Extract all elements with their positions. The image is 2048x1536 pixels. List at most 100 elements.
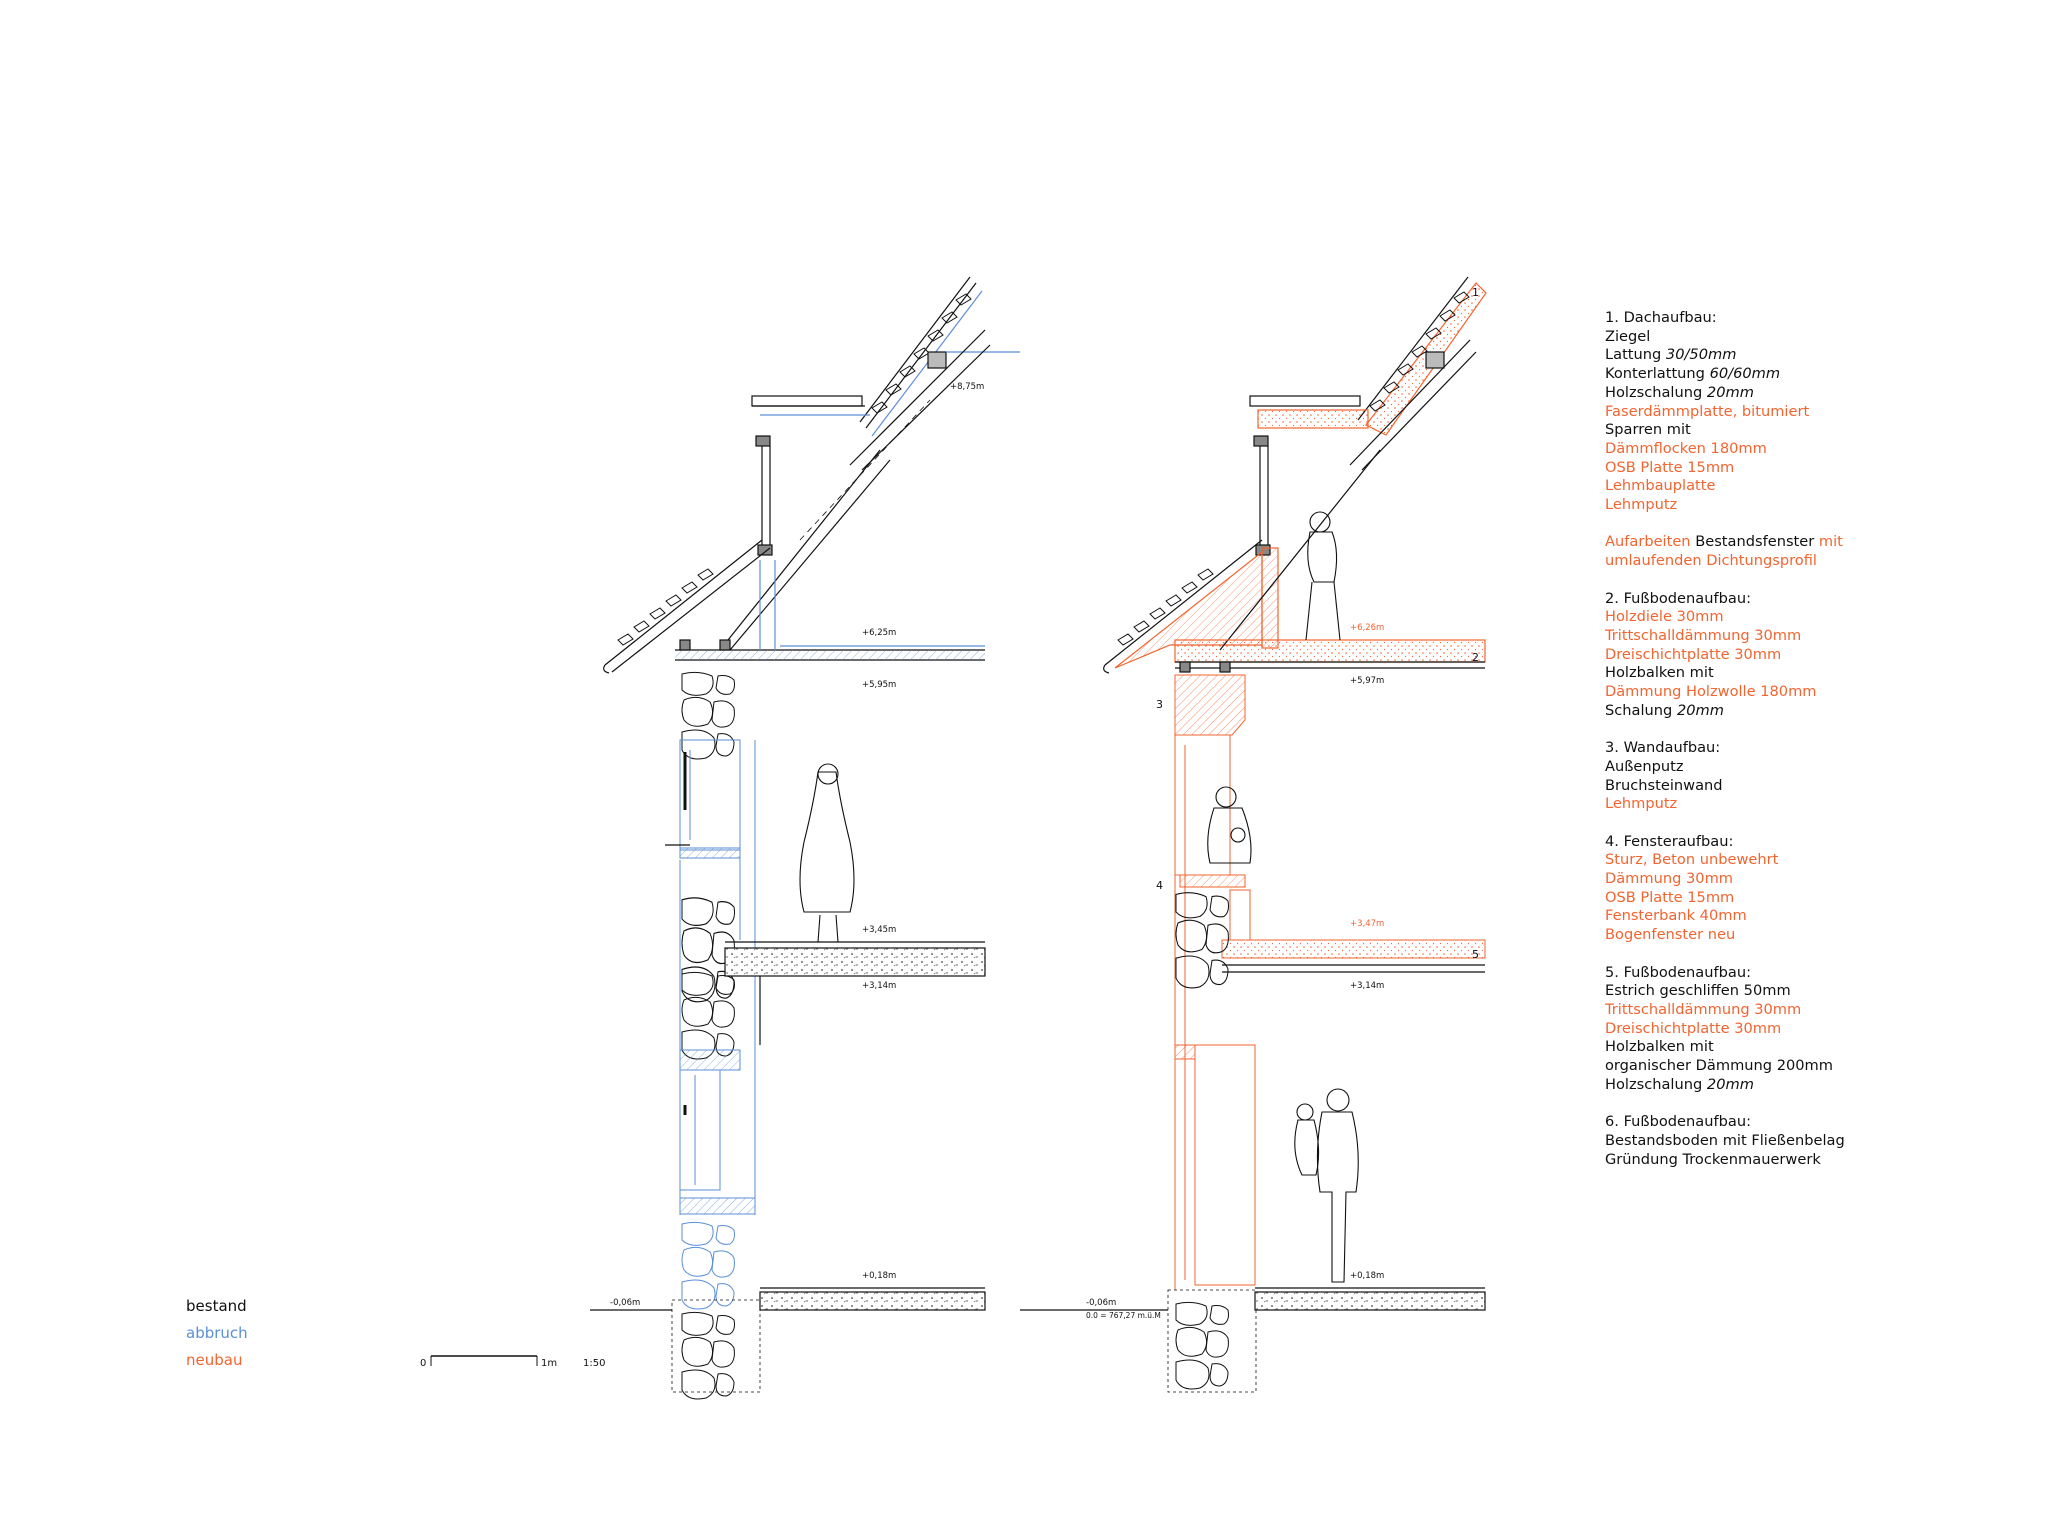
- level-label: +3,45m: [862, 925, 896, 935]
- spec-text: Holzschalung: [1605, 1075, 1707, 1093]
- spec-text: mit: [1818, 533, 1843, 551]
- spec-line: Trittschalldämmung 30mm: [1605, 627, 2025, 646]
- person-figure: [1294, 1088, 1359, 1283]
- spec-text: Fensterbank 40mm: [1605, 907, 1747, 925]
- spec-section: 5. Fußbodenaufbau:Estrich geschliffen 50…: [1605, 964, 2025, 1095]
- spec-line: Faserdämmplatte, bitumiert: [1605, 403, 2025, 422]
- spec-text: Außenputz: [1605, 757, 1684, 775]
- spec-line: Dreischichtplatte 30mm: [1605, 1020, 2025, 1039]
- spec-text: organischer Dämmung 200mm: [1605, 1057, 1833, 1075]
- spec-line: Dämmung 30mm: [1605, 870, 2025, 889]
- spec-text: Dreischichtplatte 30mm: [1605, 645, 1782, 663]
- spec-line: Trittschalldämmung 30mm: [1605, 1001, 2025, 1020]
- spec-text: Holzbalken mit: [1605, 1038, 1714, 1056]
- level-label: +0,18m: [862, 1271, 896, 1281]
- spec-section-title: 4. Fensteraufbau:: [1605, 832, 1734, 850]
- spec-line: umlaufenden Dichtungsprofil: [1605, 552, 2025, 571]
- spec-line: Lehmputz: [1605, 496, 2025, 515]
- spec-line: Schalung 20mm: [1605, 702, 2025, 721]
- layer-markers: 1 2 3 4 5: [1156, 286, 1479, 961]
- spec-line: Außenputz: [1605, 758, 2025, 777]
- marker-1: 1: [1472, 286, 1479, 299]
- marker-2: 2: [1472, 651, 1479, 664]
- spec-text: Schalung: [1605, 701, 1677, 719]
- spec-line: Holzschalung 20mm: [1605, 1076, 2025, 1095]
- spec-line: Holzbalken mit: [1605, 1038, 2025, 1057]
- spec-text: umlaufenden Dichtungsprofil: [1605, 552, 1817, 570]
- spec-line: Holzdiele 30mm: [1605, 608, 2025, 627]
- spec-text: Bestandsboden mit Fließenbelag: [1605, 1131, 1845, 1149]
- spec-section-title: 3. Wandaufbau:: [1605, 739, 1721, 757]
- spec-text: Sturz, Beton unbewehrt: [1605, 851, 1779, 869]
- level-label: -0,06m: [1086, 1298, 1116, 1308]
- level-label: +3,14m: [862, 981, 896, 991]
- spec-text: Bogenfenster neu: [1605, 926, 1736, 944]
- legend: bestand abbruch neubau: [186, 1293, 248, 1374]
- level-label: +5,97m: [1350, 676, 1384, 686]
- level-label: 0.0 = 767,27 m.ü.M: [1086, 1311, 1161, 1320]
- spec-text: Holzdiele 30mm: [1605, 608, 1724, 626]
- scale-bar: 0 1m 1:50: [420, 1355, 605, 1369]
- spec-line: Holzschalung 20mm: [1605, 384, 2025, 403]
- level-label: -0,06m: [610, 1298, 640, 1308]
- spec-text: Aufarbeiten: [1605, 533, 1696, 551]
- spec-line: Dämmung Holzwolle 180mm: [1605, 683, 2025, 702]
- spec-line: Ziegel: [1605, 328, 2025, 347]
- spec-text: 20mm: [1706, 1075, 1754, 1093]
- spec-text: Trittschalldämmung 30mm: [1605, 626, 1802, 644]
- spec-line: Lattung 30/50mm: [1605, 346, 2025, 365]
- spec-text: Holzbalken mit: [1605, 664, 1714, 682]
- section-new: [1020, 276, 1487, 1393]
- spec-line: Konterlattung 60/60mm: [1605, 365, 2025, 384]
- spec-text: Sparren mit: [1605, 421, 1691, 439]
- spec-text: Bestandsfenster: [1695, 533, 1819, 551]
- spec-text: Dreischichtplatte 30mm: [1605, 1019, 1782, 1037]
- spec-text: Lehmputz: [1605, 795, 1678, 813]
- spec-text: Faserdämmplatte, bitumiert: [1605, 402, 1810, 420]
- spec-line: Bestandsboden mit Fließenbelag: [1605, 1132, 2025, 1151]
- spec-text: OSB Platte 15mm: [1605, 888, 1735, 906]
- spec-text: 30/50mm: [1665, 346, 1737, 364]
- marker-5: 5: [1472, 948, 1479, 961]
- legend-item-abbruch: abbruch: [186, 1324, 248, 1342]
- spec-text: Dämmung 30mm: [1605, 870, 1734, 888]
- person-figure: [1207, 786, 1252, 864]
- spec-line: OSB Platte 15mm: [1605, 889, 2025, 908]
- spec-text: 60/60mm: [1709, 365, 1781, 383]
- spec-line: Aufarbeiten Bestandsfenster mit: [1605, 533, 2025, 552]
- level-label: +5,95m: [862, 680, 896, 690]
- spec-line: Estrich geschliffen 50mm: [1605, 982, 2025, 1001]
- spec-line: Sturz, Beton unbewehrt: [1605, 851, 2025, 870]
- spec-line: Sparren mit: [1605, 421, 2025, 440]
- spec-line: Fensterbank 40mm: [1605, 907, 2025, 926]
- spec-line: Dreischichtplatte 30mm: [1605, 646, 2025, 665]
- spec-text: Dämmung Holzwolle 180mm: [1605, 683, 1817, 701]
- spec-text: Lehmbauplatte: [1605, 477, 1716, 495]
- spec-text: Holzschalung: [1605, 383, 1707, 401]
- spec-text: Lattung: [1605, 346, 1666, 364]
- level-label: +6,26m: [1350, 623, 1384, 633]
- spec-text: Ziegel: [1605, 327, 1651, 345]
- spec-section-title: 1. Dachaufbau:: [1605, 309, 1717, 326]
- spec-text: OSB Platte 15mm: [1605, 458, 1735, 476]
- level-label: +6,25m: [862, 628, 896, 638]
- spec-text: Trittschalldämmung 30mm: [1605, 1000, 1802, 1018]
- scale-start: 0: [420, 1358, 426, 1369]
- marker-3: 3: [1156, 698, 1163, 711]
- legend-item-neubau: neubau: [186, 1351, 243, 1369]
- level-label: +3,14m: [1350, 981, 1384, 991]
- spec-line: Dämmflocken 180mm: [1605, 440, 2025, 459]
- level-label: +8,75m: [950, 382, 984, 392]
- spec-line: Holzbalken mit: [1605, 664, 2025, 683]
- level-label: +0,18m: [1350, 1271, 1384, 1281]
- spec-section-title: 5. Fußbodenaufbau:: [1605, 963, 1751, 981]
- spec-text: Konterlattung: [1605, 365, 1710, 383]
- spec-section-title: 2. Fußbodenaufbau:: [1605, 589, 1751, 607]
- marker-4: 4: [1156, 879, 1163, 892]
